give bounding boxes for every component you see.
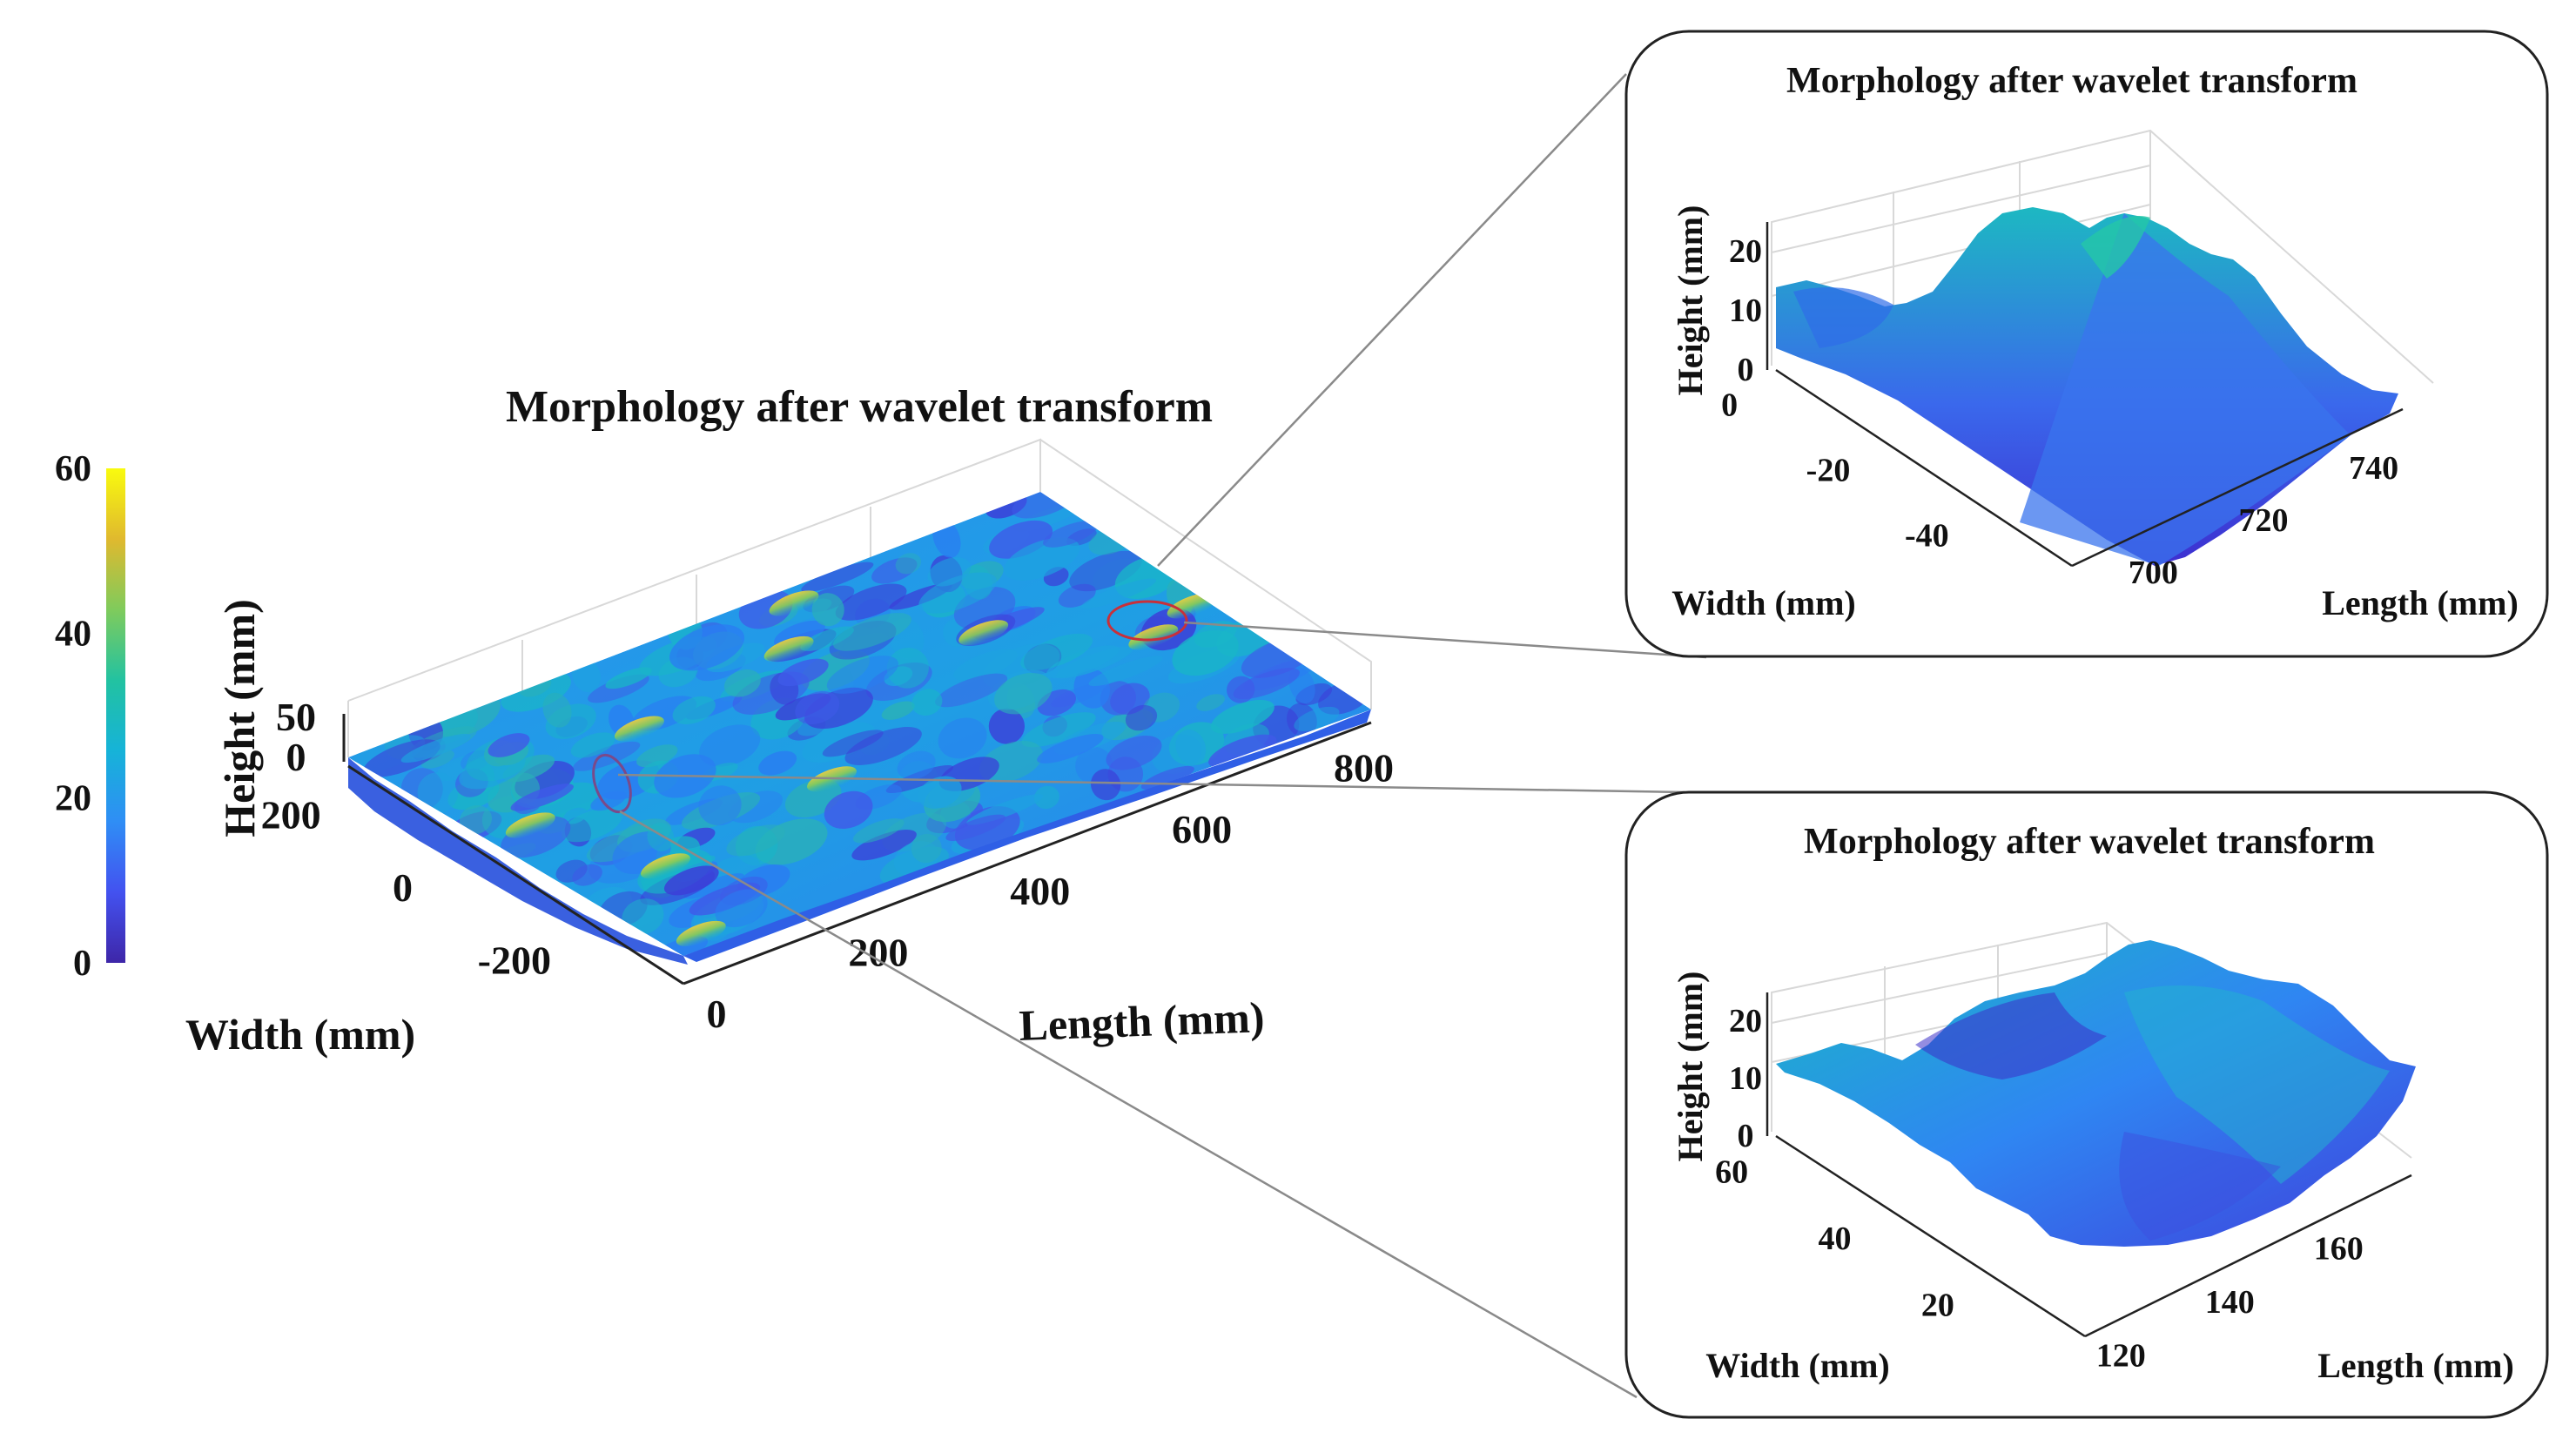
connector-top-upper (1157, 73, 1627, 567)
main-grid (347, 438, 1372, 757)
zoom-bottom-y-tick-label: 60 (1715, 1153, 1748, 1190)
zoom-top-y-tick-label: -40 (1905, 518, 1949, 555)
zoom-bottom-zlabel: Height (mm) (1671, 972, 1710, 1162)
zoom-bottom-z-tick-label: 0 (1738, 1118, 1754, 1154)
colorbar-bar (106, 468, 125, 963)
connector-bottom-lower (619, 810, 1638, 1399)
zoom-top-ylabel: Width (mm) (1671, 583, 1855, 622)
zoom-bottom-xlabel: Length (mm) (2317, 1346, 2514, 1385)
colorbar-tick-label: 60 (55, 449, 91, 489)
connector-bottom-upper (617, 773, 1685, 794)
zoom-top-z-tick-label: 10 (1729, 293, 1762, 329)
zoom-bottom-z-tick-label: 10 (1729, 1060, 1762, 1097)
main-ylabel: Width (mm) (185, 1010, 415, 1059)
zoom-connectors (617, 73, 1707, 1399)
main-y-tick-label: 200 (261, 793, 321, 837)
zoom-top-tick-labels: 700 720 740 -40 -20 00 10 20 (1721, 233, 2398, 591)
zoom-bottom-x-tick-label: 120 (2096, 1338, 2146, 1375)
zoom-top-x-tick-label: 700 (2129, 555, 2178, 591)
zoom-top-z-tick-label: 0 (1738, 352, 1754, 388)
zoom-bottom-z-tick-label: 20 (1729, 1003, 1762, 1039)
zoom-top-y-tick-label: 0 (1721, 387, 1738, 424)
zoom-top-z-tick-label: 20 (1729, 233, 1762, 270)
zoom-top-zlabel: Height (mm) (1671, 205, 1710, 396)
main-x-tick-label: 0 (707, 992, 727, 1036)
colorbar-tick-label: 40 (55, 614, 91, 654)
main-surface-right-edge (683, 710, 1371, 962)
zoom-panel-bottom: Morphology after wavelet transform 120 14… (1624, 790, 2549, 1419)
zoom-bottom-title: Morphology after wavelet transform (1804, 822, 2375, 862)
colorbar: 0 20 40 60 (55, 449, 125, 984)
zoom-top-y-tick-label: -20 (1806, 453, 1851, 489)
colorbar-ticks: 0 20 40 60 (55, 449, 91, 984)
main-axes (342, 714, 1372, 985)
main-plot: Morphology after wavelet transform 0 200 4… (185, 382, 1394, 1059)
zoom-bottom-x-tick-label: 140 (2205, 1284, 2255, 1321)
colorbar-tick-label: 20 (55, 779, 91, 819)
main-z-tick-label: 50 (276, 695, 316, 739)
zoom-bottom-ylabel: Width (mm) (1705, 1346, 1889, 1385)
zoom-panel-top: Morphology after wavelet transform 700 72… (1624, 30, 2549, 658)
main-y-tick-label: 0 (393, 865, 413, 910)
colorbar-tick-label: 0 (73, 944, 91, 984)
main-x-tick-label: 200 (848, 930, 908, 974)
main-y-tick-label: -200 (478, 938, 551, 982)
main-x-tick-label: 600 (1172, 807, 1232, 851)
main-x-tick-label: 800 (1334, 746, 1394, 790)
connector-top-lower (1183, 621, 1707, 659)
zoom-top-x-tick-label: 740 (2349, 450, 2398, 487)
main-title: Morphology after wavelet transform (506, 382, 1213, 432)
main-surface-texture (348, 492, 1371, 956)
zoom-bottom-y-tick-label: 40 (1819, 1221, 1852, 1257)
zoom-region-top-marker (1106, 600, 1188, 642)
main-zlabel: Height (mm) (215, 599, 264, 837)
zoom-top-x-tick-label: 720 (2239, 502, 2289, 539)
main-x-tick-label: 400 (1010, 869, 1070, 913)
zoom-region-bottom-marker (592, 753, 632, 814)
zoom-bottom-y-tick-label: 20 (1921, 1288, 1954, 1324)
zoom-top-xlabel: Length (mm) (2322, 583, 2519, 622)
main-xlabel: Length (mm) (1019, 992, 1266, 1050)
zoom-bottom-tick-labels: 120 140 160 20 40 600 10 20 (1715, 1003, 2364, 1375)
main-surface (348, 492, 1371, 956)
zoom-top-title: Morphology after wavelet transform (1786, 61, 2357, 101)
zoom-bottom-x-tick-label: 160 (2314, 1230, 2364, 1267)
main-z-tick-label: 0 (286, 735, 306, 779)
